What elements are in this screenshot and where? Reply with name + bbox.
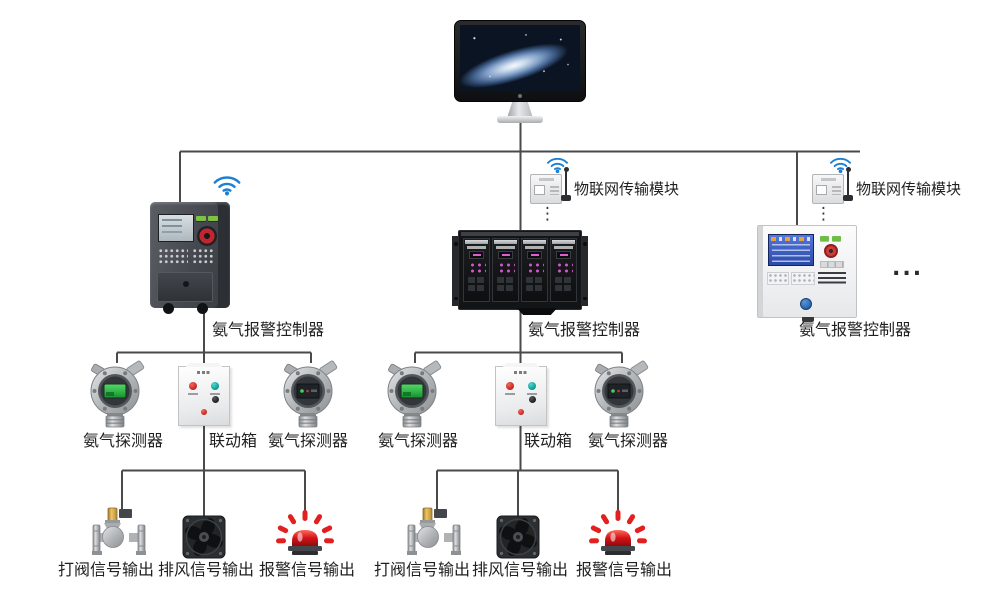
button-mark (505, 393, 515, 395)
gas-detector (87, 358, 149, 428)
keypad (767, 272, 789, 285)
detector-label: 氨气探测器 (588, 431, 669, 450)
module-display (534, 185, 545, 195)
green-button (832, 236, 841, 241)
detector-label: 氨气探测器 (378, 431, 459, 450)
iot-module-label: 物联网传输模块 (856, 180, 962, 198)
iot-module-label: 物联网传输模块 (574, 180, 680, 198)
detector-label: 氨气探测器 (268, 431, 349, 450)
more-devices-ellipsis: ... (892, 256, 924, 281)
iot-module-body (530, 174, 562, 204)
controller-lcd (158, 214, 194, 242)
rack-module (521, 238, 548, 302)
wifi-icon (213, 176, 241, 196)
alarm-beacon (588, 507, 648, 559)
alarm-beacon (275, 507, 335, 559)
controller-label: 氨气报警控制器 (212, 320, 325, 339)
rack-ear (581, 236, 588, 306)
exhaust-fan (182, 515, 226, 559)
small-buttons (820, 261, 844, 268)
monitor-screen (460, 25, 580, 91)
antenna-icon (561, 167, 571, 201)
gas-alarm-controller-rack (458, 230, 582, 310)
gas-alarm-controller-white (757, 225, 857, 322)
wifi-icon (546, 157, 569, 174)
wifi-icon (829, 157, 852, 174)
brand-logo-dot (518, 94, 522, 98)
fan-output-label: 排风信号输出 (472, 560, 569, 579)
rack-ear (452, 236, 459, 306)
module-display (816, 185, 827, 195)
iot-module (812, 167, 858, 206)
module-header (821, 178, 836, 181)
red-dpad-button (824, 244, 838, 258)
continuation-dots: ⋮ (815, 204, 832, 224)
keypad (158, 248, 188, 264)
monitor-stand (507, 102, 533, 118)
rack-module (492, 238, 519, 302)
linkage-box-label: 联动箱 (524, 431, 573, 450)
monitor (454, 20, 586, 124)
foot (197, 303, 208, 314)
speaker-grille (818, 272, 846, 286)
button-mark (210, 393, 220, 395)
black-button (529, 396, 536, 403)
green-button (820, 236, 829, 241)
green-button (208, 216, 218, 221)
red-indicator (518, 409, 524, 415)
rack-module (463, 238, 490, 302)
controller-label: 氨气报警控制器 (528, 320, 641, 339)
solenoid-valve (407, 507, 461, 558)
black-button (212, 396, 219, 403)
exhaust-fan (496, 515, 540, 559)
gas-detector (591, 358, 653, 428)
keypad (192, 248, 215, 264)
linkage-box (495, 366, 547, 426)
gas-alarm-controller-wall (150, 202, 230, 314)
lock-icon (183, 281, 189, 287)
solenoid-valve (92, 507, 146, 558)
antenna-icon (843, 167, 853, 201)
green-button (196, 216, 206, 221)
module-header (539, 178, 554, 181)
red-button (506, 382, 514, 390)
fan-output-label: 排风信号输出 (158, 560, 255, 579)
red-indicator (201, 409, 207, 415)
monitor-base (497, 116, 543, 123)
iot-module (530, 167, 576, 206)
button-mark (188, 393, 198, 395)
foot (163, 303, 174, 314)
controller-lcd-blue (768, 234, 814, 266)
linkage-box (178, 366, 230, 426)
alarm-output-label: 报警信号输出 (576, 560, 673, 579)
box-title-marks (514, 371, 528, 374)
red-button (189, 382, 197, 390)
box-title-marks (197, 371, 211, 374)
module-terminals (550, 186, 559, 195)
blue-button (800, 298, 812, 310)
detector-label: 氨气探测器 (83, 431, 164, 450)
rack-foot (516, 308, 558, 315)
button-mark (527, 393, 537, 395)
valve-output-label: 打阀信号输出 (374, 560, 471, 579)
alarm-output-label: 报警信号输出 (259, 560, 356, 579)
rack-modules (463, 238, 577, 302)
linkage-box-label: 联动箱 (209, 431, 258, 450)
red-dpad-button (197, 226, 217, 246)
cyan-button (211, 382, 219, 390)
star-specks (460, 25, 580, 91)
gas-detector (384, 358, 446, 428)
gas-detector (280, 358, 342, 428)
module-terminals (832, 186, 841, 195)
cyan-button (528, 382, 536, 390)
continuation-dots: ⋮ (539, 204, 556, 224)
rack-module (550, 238, 577, 302)
keypad (791, 272, 815, 285)
controller-label: 氨气报警控制器 (799, 320, 912, 339)
controller-door (157, 272, 213, 302)
valve-output-label: 打阀信号输出 (58, 560, 155, 579)
bottom-tab (802, 317, 814, 322)
iot-module-body (812, 174, 844, 204)
